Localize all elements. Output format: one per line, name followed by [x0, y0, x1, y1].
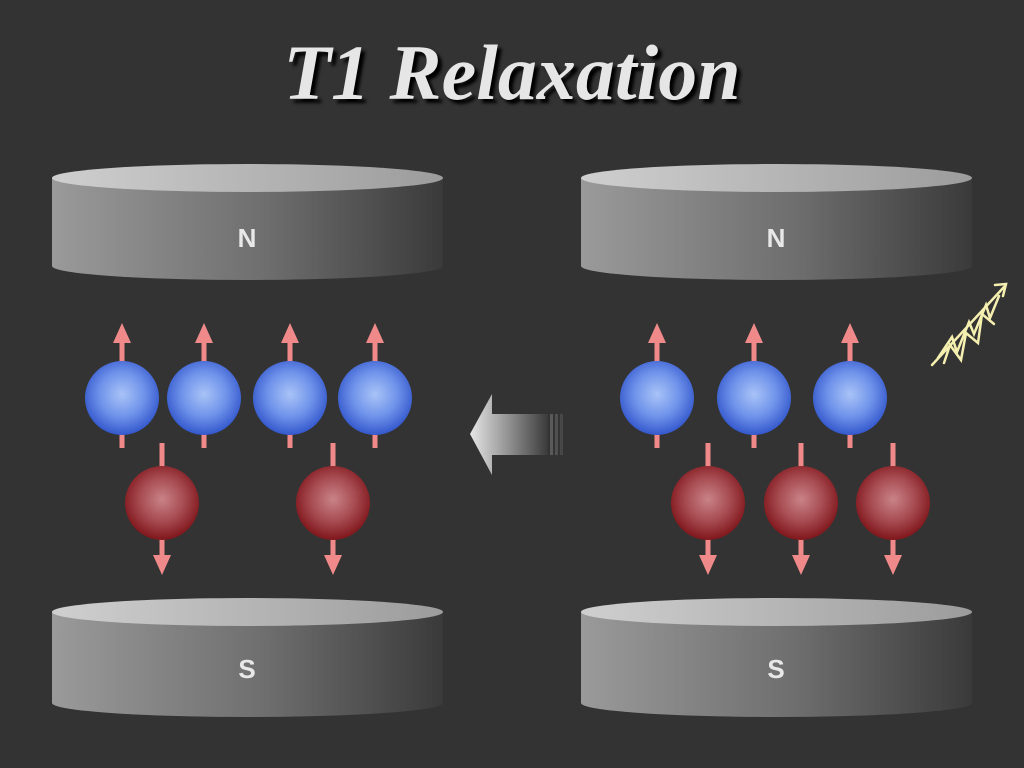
spin-up-proton: [813, 323, 887, 448]
spin-up-proton: [620, 323, 694, 448]
right-north-magnet: N: [581, 164, 972, 280]
left-north-magnet: N: [52, 164, 443, 280]
left-spin-population: [85, 323, 412, 575]
right-south-magnet: S: [581, 598, 972, 717]
north-pole-label: N: [767, 223, 786, 253]
spin-up-proton: [253, 323, 327, 448]
spin-up-proton: [717, 323, 791, 448]
spin-up-proton: [85, 323, 159, 448]
south-pole-label: S: [767, 654, 784, 684]
spin-down-proton: [671, 443, 745, 575]
left-south-magnet: S: [52, 598, 443, 717]
spin-up-proton: [338, 323, 412, 448]
photon-wave-icon: [930, 282, 1008, 367]
spin-down-proton: [764, 443, 838, 575]
spin-down-proton: [125, 443, 199, 575]
left-arrow-icon: [470, 394, 563, 475]
south-pole-label: S: [238, 654, 255, 684]
spin-down-proton: [856, 443, 930, 575]
spin-up-proton: [167, 323, 241, 448]
right-spin-population: [620, 323, 930, 575]
page-title: T1 Relaxation: [283, 29, 741, 116]
spin-down-proton: [296, 443, 370, 575]
north-pole-label: N: [238, 223, 257, 253]
